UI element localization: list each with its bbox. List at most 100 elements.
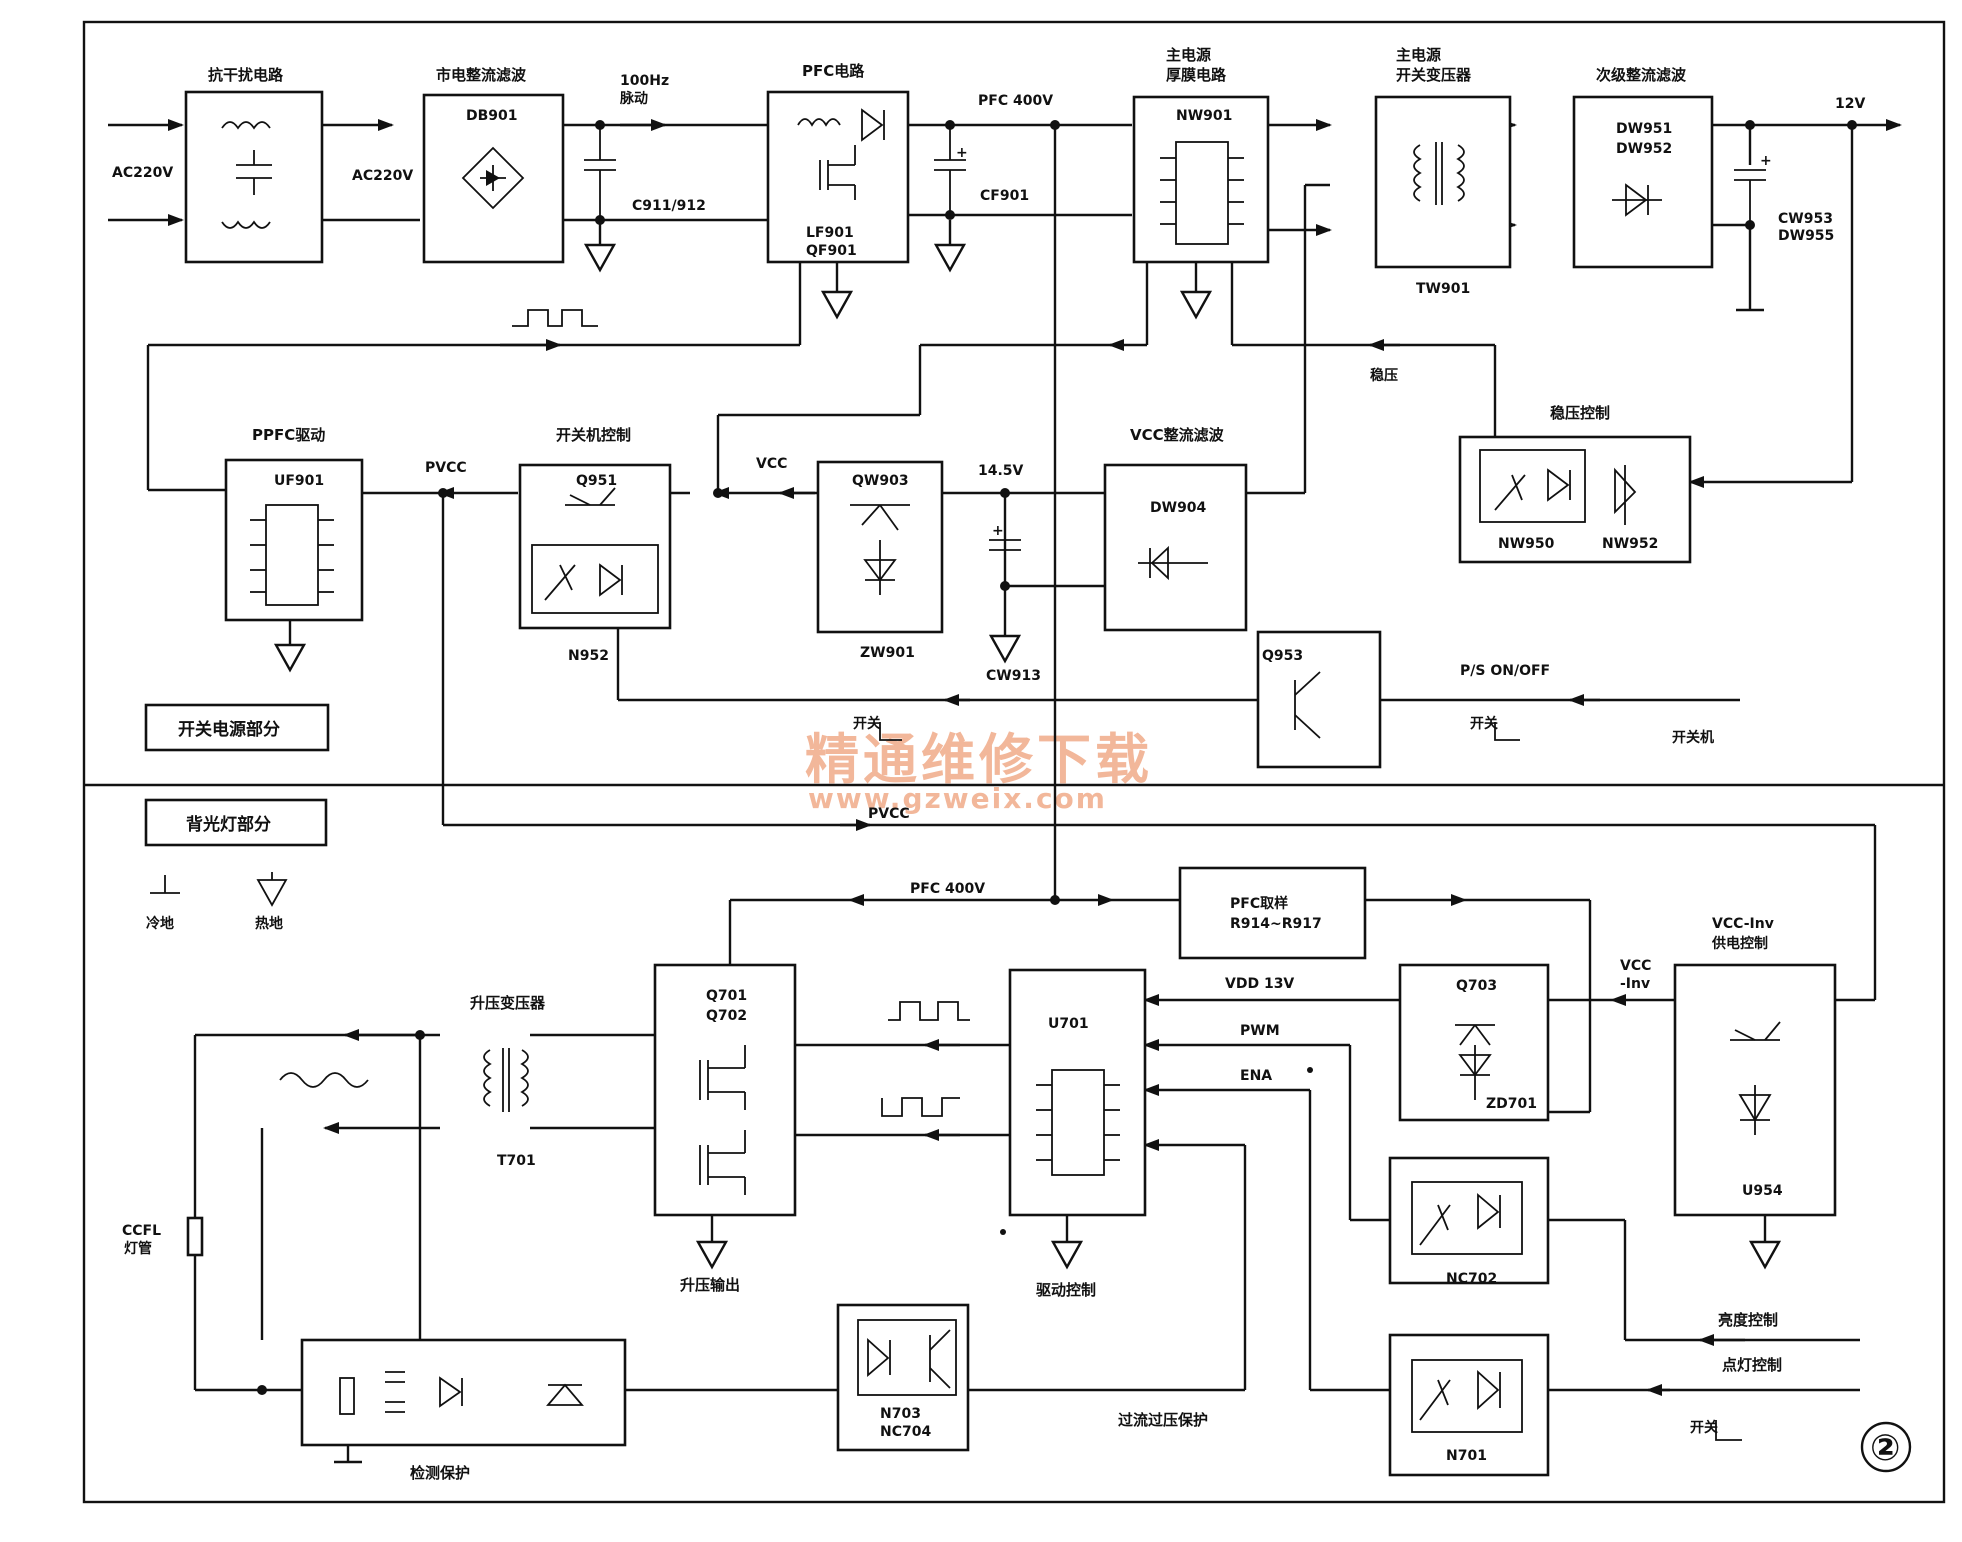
main-thick-part: NW901 (1176, 108, 1232, 124)
ac220-mid-label: AC220V (352, 168, 413, 184)
wenya-label: 稳压 (1370, 367, 1398, 384)
capacitor-cw913: + (989, 523, 1021, 551)
hot-ground-legend-icon (256, 872, 288, 907)
q703-part-1: Q703 (1456, 978, 1497, 994)
vdd13-label: VDD 13V (1225, 976, 1294, 992)
detection-caption: 检测保护 (410, 1464, 470, 1482)
watermark-title: 精通维修下载 (805, 728, 1153, 791)
t701-part: T701 (497, 1153, 536, 1169)
backlight-section-title: 背光灯部分 (186, 814, 271, 835)
q953-block (1256, 630, 1382, 769)
rectifier-title: 市电整流滤波 (436, 66, 527, 84)
vcc-inv-part: U954 (1742, 1183, 1783, 1199)
pfc-title: PFC电路 (802, 62, 865, 80)
ccfl-label-1: CCFL (122, 1223, 161, 1239)
secondary-cap-2: DW955 (1778, 228, 1834, 244)
svg-text:+: + (1760, 153, 1772, 169)
main-transformer-block (1374, 95, 1512, 269)
square-wave-icon (512, 309, 598, 327)
vcc-inv-control-block (1673, 963, 1837, 1217)
zener-part-2: ZW901 (860, 645, 915, 661)
svg-text:+: + (992, 523, 1004, 539)
cw913-label: CW913 (986, 668, 1041, 684)
main-thick-title-1: 主电源 (1166, 46, 1211, 64)
ccfl-label-2: 灯管 (124, 1240, 152, 1257)
overcurrent-opto-block (836, 1303, 970, 1452)
bottom-wires (193, 894, 1860, 1462)
pwm-label: PWM (1240, 1023, 1280, 1039)
vcc-inv-sig-1: VCC (1620, 958, 1651, 974)
hot-ground-icon (273, 243, 1213, 673)
rectifier-part: DB901 (466, 108, 518, 124)
pfc400-label: PFC 400V (978, 93, 1053, 109)
main-transformer-title-1: 主电源 (1396, 46, 1441, 64)
vcc-inv-title-2: 供电控制 (1711, 935, 1768, 952)
rectifier-block (422, 93, 565, 264)
t701-title: 升压变压器 (470, 994, 546, 1012)
kaiguan-mid-label: 开关 (853, 715, 881, 732)
ppfc-title: PPFC驱动 (252, 426, 325, 444)
u701-part: U701 (1048, 1016, 1089, 1032)
onoff-part-1: Q951 (576, 473, 617, 489)
square-wave-icon (881, 1097, 960, 1117)
pfc-part-2: QF901 (806, 243, 857, 259)
boost-output-caption: 升压输出 (680, 1276, 740, 1294)
onoff-part-2: N952 (568, 648, 609, 664)
capacitor-cw953: + (1734, 153, 1772, 225)
zener-part-1: QW903 (852, 473, 909, 489)
main-thick-film-block (1132, 95, 1270, 264)
backlight-section-label (144, 798, 328, 847)
nc702-part: NC702 (1446, 1271, 1497, 1287)
ppfc-drive-block (224, 458, 364, 622)
outer-frame (82, 20, 1946, 1504)
sine-wave-icon (279, 1072, 369, 1088)
ac220-in-label: AC220V (112, 165, 173, 181)
power-section-title: 开关电源部分 (178, 719, 280, 740)
reg-ctrl-part-2: NW952 (1602, 536, 1658, 552)
pvcc-bottom-label: PVCC (868, 806, 910, 822)
pfc-sample-part: R914~R917 (1230, 916, 1322, 932)
emi-filter-title: 抗干扰电路 (208, 66, 284, 84)
secondary-cap-1: CW953 (1778, 211, 1833, 227)
vcc-rect-title: VCC整流滤波 (1130, 426, 1225, 444)
n703-part-1: N703 (880, 1406, 921, 1422)
watermark-url: www.gzweix.com (808, 782, 1107, 815)
vcc-rectifier-block (1103, 463, 1248, 632)
hot-ground-icon (695, 1240, 1782, 1270)
main-transformer-part: TW901 (1416, 281, 1470, 297)
vcc-inv-title-1: VCC-Inv (1712, 916, 1774, 932)
v145-label: 14.5V (978, 463, 1024, 479)
cold-ground-legend: 冷地 (146, 915, 174, 932)
figure-number: ② (1870, 1428, 1900, 1469)
q953-part: Q953 (1262, 648, 1303, 664)
pfc-sample-block (1178, 866, 1367, 960)
pfc-sample-title: PFC取样 (1230, 895, 1288, 912)
q703-part-2: ZD701 (1486, 1096, 1537, 1112)
power-section-label (144, 703, 330, 752)
kaiguanji-label: 开关机 (1672, 729, 1714, 746)
switch-icon (1494, 722, 1520, 741)
zener-regulator-block (816, 460, 944, 634)
ppfc-part: UF901 (274, 473, 324, 489)
reg-ctrl-part-1: NW950 (1498, 536, 1555, 552)
secondary-title: 次级整流滤波 (1596, 66, 1687, 84)
onoff-control-block (518, 463, 672, 630)
brightness-label: 亮度控制 (1718, 1311, 1778, 1329)
square-wave-icon (888, 1001, 970, 1021)
pvcc-top-label: PVCC (425, 460, 467, 476)
svg-text:+: + (956, 145, 968, 161)
driver-control-block (1008, 968, 1147, 1217)
n701-part: N701 (1446, 1448, 1487, 1464)
secondary-part-1: DW951 (1616, 121, 1672, 137)
secondary-rectifier-block (1572, 95, 1714, 269)
bottom-junctions (257, 895, 1313, 1395)
hot-ground-legend: 热地 (255, 915, 283, 932)
kaiguan-right-label: 开关 (1470, 715, 1498, 732)
figure-number-badge (1860, 1421, 1912, 1473)
n703-part-2: NC704 (880, 1424, 931, 1440)
detection-protection-block (300, 1338, 627, 1447)
switch-icon (1715, 1420, 1742, 1441)
step-up-transformer (483, 1048, 529, 1112)
q701-part-2: Q702 (706, 1008, 747, 1024)
